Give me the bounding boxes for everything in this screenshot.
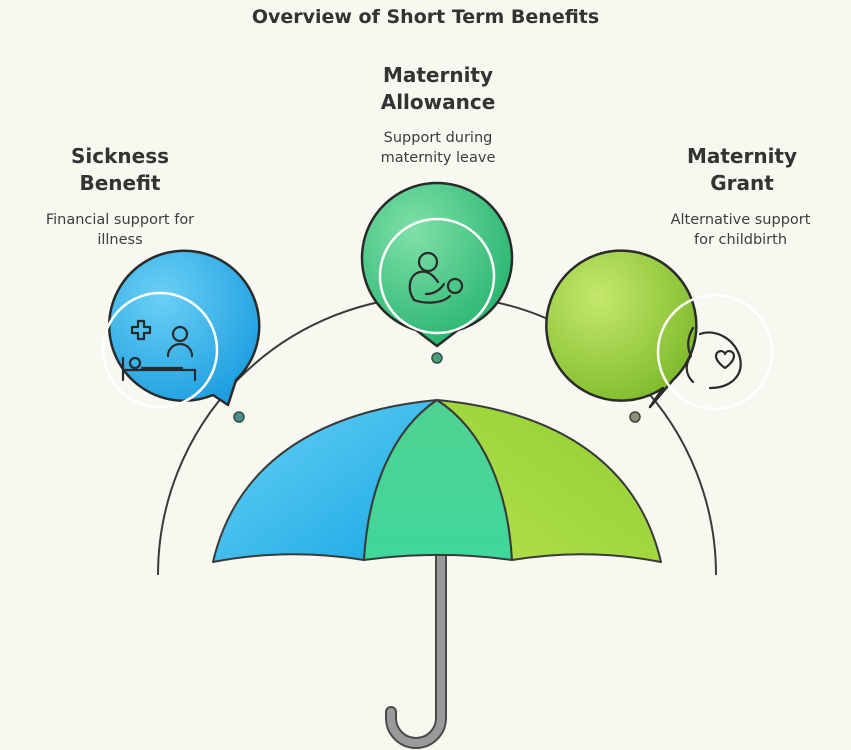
connector-dot — [431, 352, 443, 364]
description-line: Support during — [383, 130, 493, 146]
connector-dot — [233, 411, 245, 423]
sickness-benefit-heading: Sickness Benefit — [30, 143, 210, 197]
description-line: maternity leave — [380, 150, 496, 166]
hospital-bed-patient-icon — [121, 319, 197, 382]
umbrella-right-panel — [436, 399, 662, 563]
heading-line: Maternity — [686, 144, 798, 168]
diagram-title: Overview of Short Term Benefits — [251, 6, 600, 28]
umbrella-handle — [385, 554, 447, 749]
description-line: illness — [97, 232, 143, 248]
maternity-grant-heading: Maternity Grant — [652, 143, 832, 197]
pregnancy-heart-icon — [685, 326, 742, 390]
sickness-benefit-description: Financial support for illness — [5, 210, 235, 250]
maternity-grant-description: Alternative support for childbirth — [630, 210, 851, 250]
heading-line: Allowance — [380, 90, 496, 114]
maternity-allowance-heading: Maternity Allowance — [338, 62, 538, 116]
maternity-grant-pin — [545, 249, 774, 411]
mother-baby-icon — [408, 251, 464, 304]
sickness-benefit-pin — [101, 249, 261, 409]
maternity-allowance-description: Support during maternity leave — [338, 128, 538, 168]
connector-dot — [629, 411, 641, 423]
description-line: for childbirth — [693, 232, 788, 248]
heading-line: Maternity — [382, 63, 494, 87]
heading-line: Grant — [710, 171, 774, 195]
heading-line: Sickness — [70, 144, 170, 168]
description-line: Financial support for — [45, 212, 195, 228]
description-line: Alternative support — [670, 212, 811, 228]
heading-line: Benefit — [79, 171, 161, 195]
